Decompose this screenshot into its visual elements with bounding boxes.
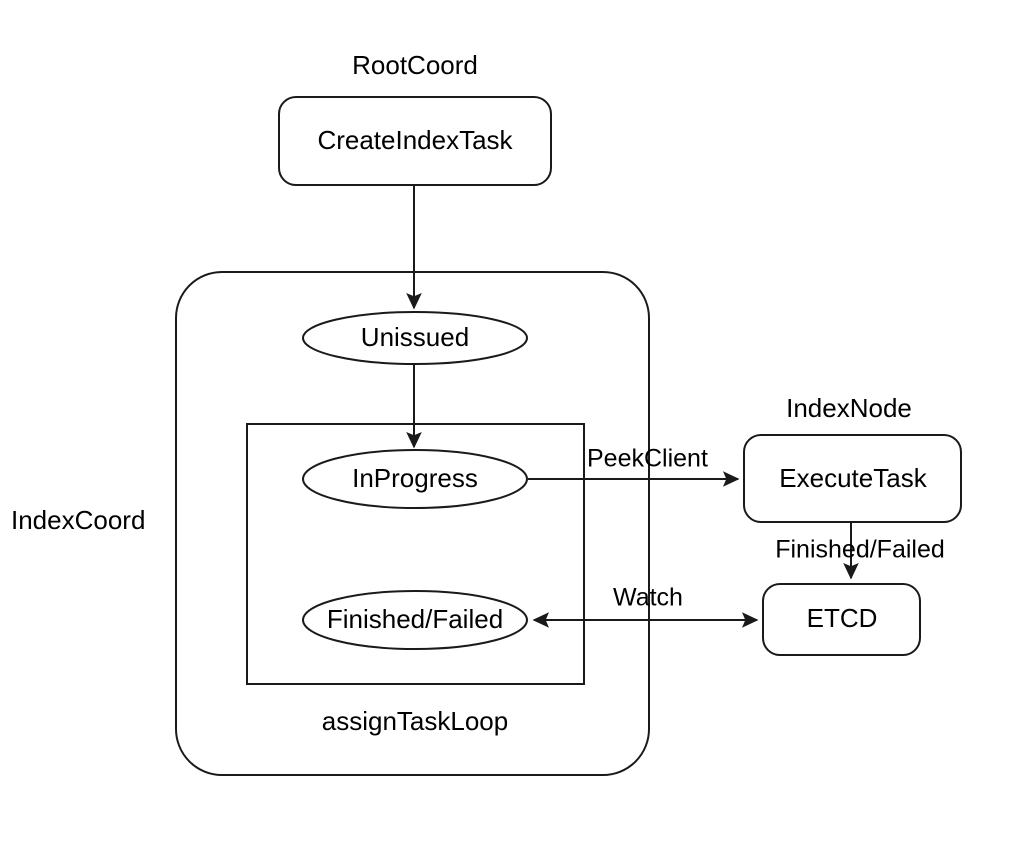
node-etcd[interactable] — [762, 583, 921, 656]
index-coord-container — [175, 271, 650, 776]
assign-task-loop-container — [246, 423, 585, 685]
node-unissued-label: Unissued — [361, 322, 469, 352]
group-label-index-node: IndexNode — [786, 393, 912, 423]
node-finished-failed-label: Finished/Failed — [327, 604, 503, 634]
node-in-progress-label: InProgress — [352, 463, 478, 493]
node-in-progress[interactable] — [302, 449, 528, 509]
group-label-root-coord: RootCoord — [352, 50, 478, 80]
node-execute-task-label: ExecuteTask — [779, 463, 927, 493]
node-create-index-task[interactable] — [278, 96, 552, 186]
node-create-index-task-label: CreateIndexTask — [317, 125, 513, 155]
edge-label-finished-failed: Finished/Failed — [775, 536, 945, 564]
node-etcd-label: ETCD — [807, 603, 878, 633]
node-finished-failed[interactable] — [302, 590, 528, 650]
group-label-index-coord: IndexCoord — [11, 505, 145, 535]
edge-label-peek-client: PeekClient — [587, 445, 708, 473]
group-label-assign-task-loop: assignTaskLoop — [322, 706, 508, 736]
node-unissued[interactable] — [302, 311, 528, 365]
node-execute-task[interactable] — [743, 434, 962, 523]
edge-label-watch: Watch — [613, 584, 683, 612]
